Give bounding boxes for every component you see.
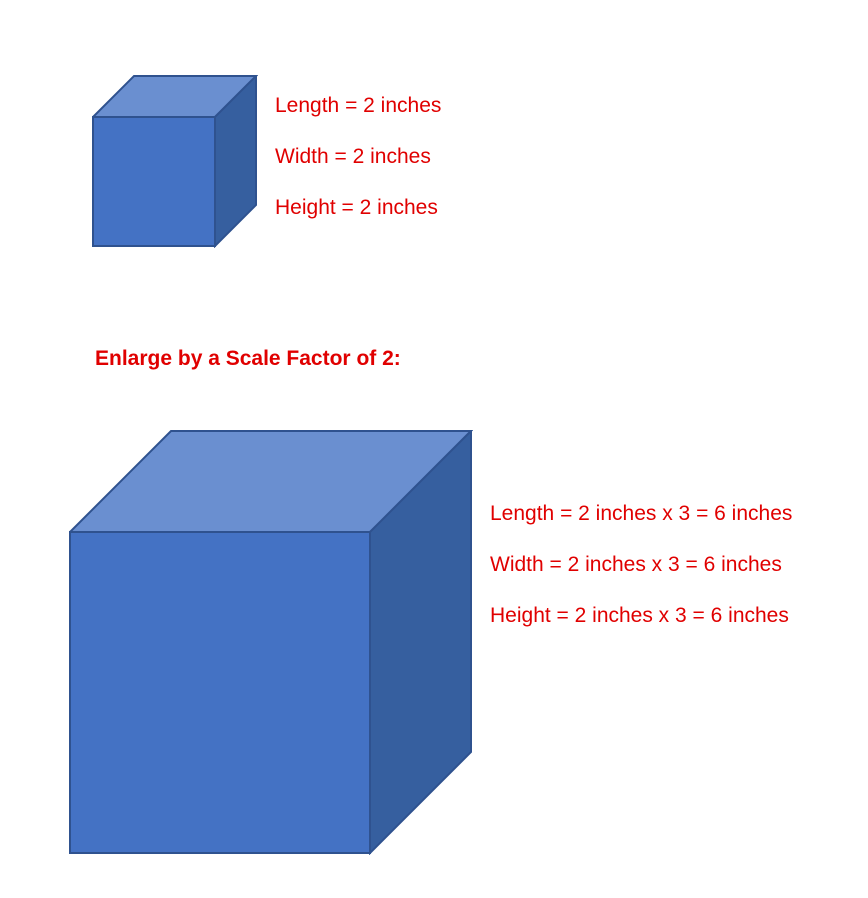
large-height-label: Height = 2 inches x 3 = 6 inches: [490, 604, 789, 627]
scale-factor-heading: Enlarge by a Scale Factor of 2:: [95, 347, 401, 370]
small-cube-front-face: [92, 116, 216, 247]
large-width-label: Width = 2 inches x 3 = 6 inches: [490, 553, 782, 576]
large-length-label: Length = 2 inches x 3 = 6 inches: [490, 502, 793, 525]
large-cube: [69, 430, 473, 855]
small-height-label: Height = 2 inches: [275, 196, 438, 219]
large-cube-front-face: [69, 531, 371, 854]
small-cube: [92, 75, 258, 248]
small-length-label: Length = 2 inches: [275, 94, 442, 117]
small-width-label: Width = 2 inches: [275, 145, 431, 168]
